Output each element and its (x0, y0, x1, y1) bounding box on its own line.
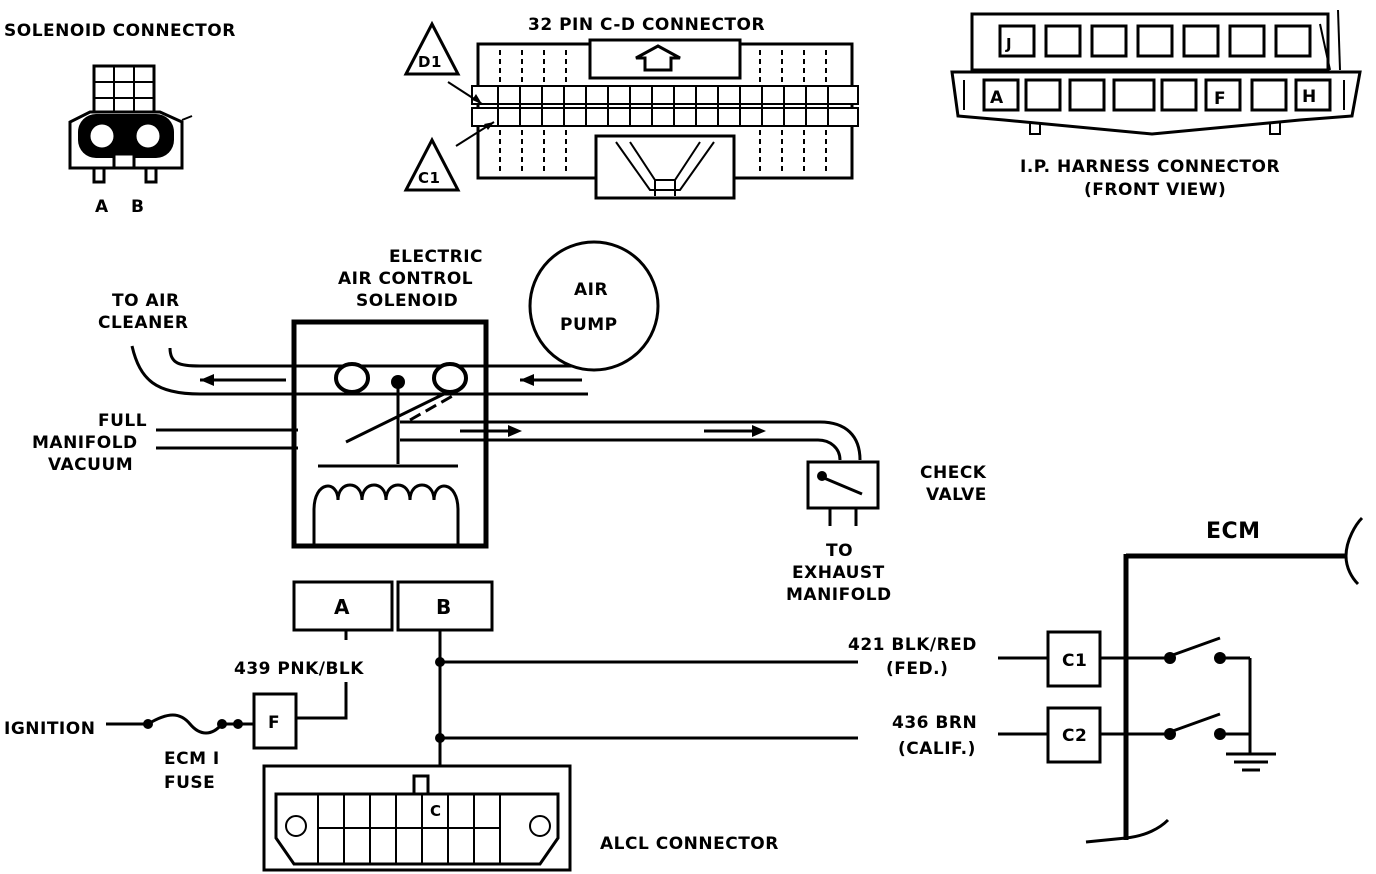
solenoid-connector-title: SOLENOID CONNECTOR (4, 21, 236, 41)
cd-connector-illustration: 32 PIN C-D CONNECTOR (403, 15, 859, 200)
fuse-block-f-label: F (268, 713, 280, 733)
solenoid-label-line3: SOLENOID (356, 291, 458, 311)
solenoid-label-line2: AIR CONTROL (338, 269, 473, 289)
solenoid-terminals: A B (292, 580, 494, 632)
wire-421-note: (FED.) (886, 659, 948, 679)
alcl-connector: C ALCL CONNECTOR (262, 764, 779, 872)
vacuum-label-line2: MANIFOLD (32, 433, 138, 453)
cd-c1-label: C1 (418, 169, 440, 187)
wire-436-label: 436 BRN (892, 713, 977, 733)
ip-j-label: J (1005, 35, 1012, 53)
ip-h-label: H (1302, 87, 1317, 107)
ip-f-label: F (1214, 89, 1226, 109)
to-air-cleaner-line1: TO AIR (112, 291, 180, 311)
exhaust-label-line2: EXHAUST (792, 563, 885, 583)
cd-pin-grid (497, 86, 829, 126)
cd-d1-label: D1 (418, 53, 442, 71)
ip-harness-title: I.P. HARNESS CONNECTOR (1020, 157, 1280, 177)
ip-harness-connector-illustration: J A F H I.P. HARNESS CONNECTOR (FRONT VI… (950, 9, 1362, 200)
wire-421-label: 421 BLK/RED (848, 635, 977, 655)
air-control-solenoid: ELECTRIC AIR CONTROL SOLENOID AIR (32, 240, 862, 549)
check-valve-label-line1: CHECK (920, 463, 987, 483)
terminal-b-label: B (436, 595, 452, 619)
vacuum-label-line3: VACUUM (48, 455, 133, 475)
ecm-label: ECM (1206, 519, 1261, 544)
ecm-c2-label: C2 (1062, 726, 1087, 746)
fuse-label-line2: FUSE (164, 773, 215, 793)
air-pump-label-line2: PUMP (560, 315, 618, 335)
exhaust-label-line1: TO (826, 541, 853, 561)
solenoid-pin-b-label: B (131, 197, 144, 217)
solenoid-connector-illustration: SOLENOID CONNECTOR A B (4, 21, 236, 217)
check-valve-label-line2: VALVE (926, 485, 987, 505)
cd-connector-title: 32 PIN C-D CONNECTOR (528, 15, 765, 35)
ignition-label: IGNITION (4, 719, 95, 739)
air-pump-label-line1: AIR (574, 280, 608, 300)
wiring: F (106, 630, 1048, 790)
alcl-connector-label: ALCL CONNECTOR (600, 834, 779, 854)
ip-a-label: A (990, 88, 1004, 108)
ecm-c1-label: C1 (1062, 651, 1087, 671)
solenoid-label-line1: ELECTRIC (389, 247, 483, 267)
alcl-pin-c-label: C (430, 802, 442, 820)
solenoid-pin-a-label: A (95, 197, 109, 217)
vacuum-label-line1: FULL (98, 411, 147, 431)
terminal-a-label: A (334, 595, 350, 619)
ip-harness-subtitle: (FRONT VIEW) (1084, 180, 1226, 200)
wire-436-note: (CALIF.) (898, 739, 976, 759)
ecm-module: ECM C1 C2 (1046, 516, 1364, 844)
wire-439-label: 439 PNK/BLK (234, 659, 364, 679)
fuse-label-line1: ECM I (164, 749, 220, 769)
exhaust-label-line3: MANIFOLD (786, 585, 892, 605)
check-valve: CHECK VALVE TO EXHAUST MANIFOLD (786, 460, 987, 605)
to-air-cleaner-line2: CLEANER (98, 313, 189, 333)
